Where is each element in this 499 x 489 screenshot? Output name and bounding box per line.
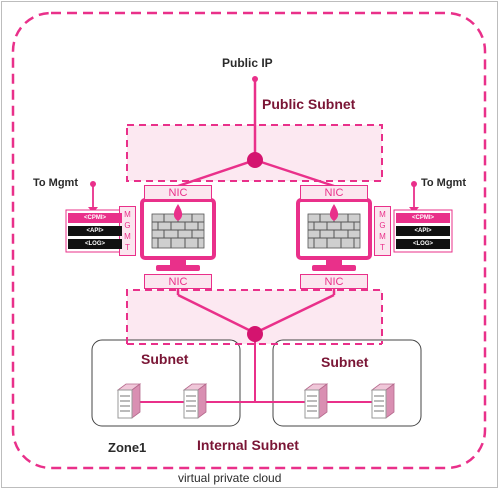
port-api-left: <API> [68,226,122,236]
firewall-monitor-icon [140,198,216,271]
mgmt-letter: M [124,232,131,241]
subnet-left-label: Subnet [141,351,189,367]
link-internal-left [177,293,256,335]
public-ip-dot [252,76,258,82]
port-log-right: <LOG> [396,239,450,249]
mgmt-letter: G [379,221,386,230]
internal-subnet-zone [126,289,383,344]
router-node-icon [247,152,263,168]
port-api-right: <API> [396,226,450,236]
server-icon [370,383,396,419]
vpc-label: virtual private cloud [178,471,282,485]
port-cpmi-left: <CPMI> [68,213,122,223]
public-subnet-label: Public Subnet [262,96,356,112]
nic-bottom-left: NIC [144,274,212,289]
mgmt-tag-right: M G M T [374,206,391,256]
port-cpmi-right: <CPMI> [396,213,450,223]
subnet-right-label: Subnet [321,354,369,370]
mgmt-letter: M [124,210,131,219]
internal-subnet-label: Internal Subnet [197,437,299,453]
nic-top-right: NIC [300,185,368,200]
public-ip-label: Public IP [222,56,273,70]
server-icon [116,383,142,419]
subnet-box-right [272,339,422,427]
to-mgmt-left-label: To Mgmt [33,177,79,189]
mgmt-letter: M [379,210,386,219]
router-node-icon [247,326,263,342]
mgmt-letter: T [125,243,130,252]
server-icon [182,383,208,419]
to-mgmt-right-label: To Mgmt [421,177,467,189]
link-router-left [177,158,256,188]
port-log-left: <LOG> [68,239,122,249]
mgmt-letter: M [379,232,386,241]
link-router-right [254,158,335,188]
nic-top-left: NIC [144,185,212,200]
server-icon [303,383,329,419]
link-internal-right [254,293,335,335]
mgmt-letter: G [124,221,131,230]
nic-bottom-right: NIC [300,274,368,289]
mgmt-letter: T [380,243,385,252]
firewall-monitor-icon [296,198,372,271]
vpc-boundary [11,11,487,470]
zone-label: Zone1 [108,440,147,455]
